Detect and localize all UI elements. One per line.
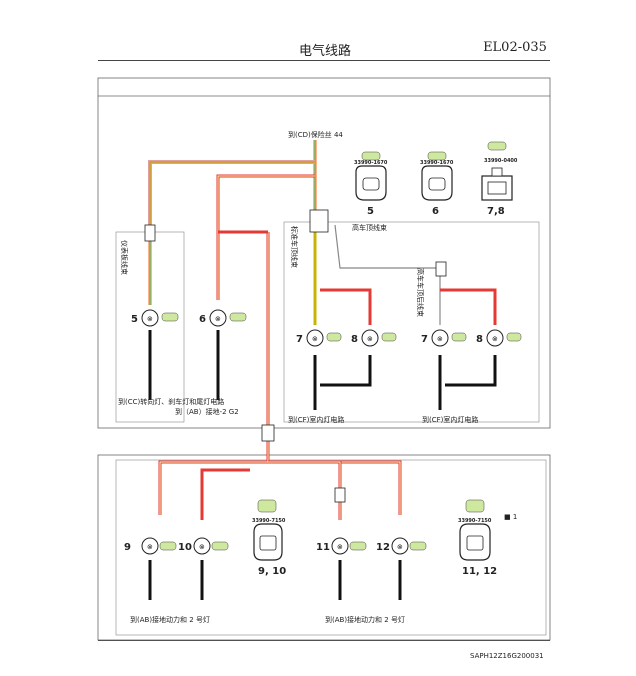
harness-high-roof: 高车顶线束 — [352, 223, 387, 232]
connector-5-number: 5 — [367, 206, 374, 217]
lamp-8-standard-number: 8 — [351, 334, 358, 345]
annotation-cc-lamp: 到(CC)转向灯、刹车灯和尾灯电路 — [118, 397, 224, 406]
svg-text:⊗: ⊗ — [312, 335, 318, 343]
connector-6-number: 6 — [432, 206, 439, 217]
annotation-ab-power-right: 到(AB)接地动力和 2 号灯 — [325, 615, 405, 624]
harness-high-roof-rear: 高车车顶后线束 — [416, 268, 425, 317]
header-rule — [98, 60, 550, 61]
annotation-cf-interior-2: 到(CF)室内灯电路 — [422, 415, 478, 424]
harness-standard-roof: 标准车顶线束 — [290, 226, 299, 268]
svg-text:⊗: ⊗ — [492, 335, 498, 343]
page-title: 电气线路 — [298, 44, 351, 59]
lamp-7-high: ⊗ — [431, 329, 467, 347]
lamp-6-number: 6 — [199, 314, 206, 325]
svg-text:⊗: ⊗ — [215, 315, 221, 323]
lamp-8-high-number: 8 — [476, 334, 483, 345]
lamp-12: ⊗ — [391, 537, 427, 555]
connector-6-part: 33990-1670 — [420, 160, 454, 166]
harness-instrument-group: 仪表板线束 — [120, 240, 129, 275]
connector-7-8-number: 7,8 — [487, 206, 505, 217]
connector-5-part: 33990-1670 — [354, 160, 388, 166]
lamp-9: ⊗ — [141, 537, 177, 555]
annotation-ab-ground-g2: 到（AB）接地-2 G2 — [175, 407, 239, 416]
connector-11-12-number: 11, 12 — [462, 566, 497, 577]
connector-7-8-drawing — [481, 141, 513, 201]
lamp-6: ⊗ — [209, 309, 247, 327]
page-reference: SAPH12Z16G200031 — [470, 652, 544, 660]
connector-9-10-number: 9, 10 — [258, 566, 286, 577]
connector-9-10-part: 33990-7150 — [252, 518, 286, 524]
lamp-12-number: 12 — [376, 542, 390, 553]
harness-high-roof-rear-group: 高车车顶后线束 — [416, 268, 425, 317]
small-reference: ■ 1 — [504, 513, 517, 521]
footer-rule — [98, 640, 550, 641]
page-code: EL02-035 — [483, 40, 547, 55]
svg-text:⊗: ⊗ — [199, 543, 205, 551]
fuse-label: 到(CD)保险丝 44 — [288, 130, 343, 139]
lamp-8-standard: ⊗ — [361, 329, 397, 347]
lamp-5: ⊗ — [141, 309, 179, 327]
lamp-10-number: 10 — [178, 542, 192, 553]
svg-text:⊗: ⊗ — [397, 543, 403, 551]
svg-text:⊗: ⊗ — [147, 543, 153, 551]
lamp-7-standard: ⊗ — [306, 329, 342, 347]
annotation-cf-interior-1: 到(CF)室内灯电路 — [288, 415, 344, 424]
lower-frame — [97, 454, 551, 641]
harness-instrument: 仪表板线束 — [120, 240, 129, 275]
connector-11-12-part: 33990-7150 — [458, 518, 492, 524]
annotation-ab-power-left: 到(AB)接地动力和 2 号灯 — [130, 615, 210, 624]
lamp-11-number: 11 — [316, 542, 330, 553]
upper-frame — [97, 77, 551, 429]
connector-9-10-drawing — [253, 499, 283, 561]
connector-11-12-drawing — [459, 499, 491, 561]
lamp-7-high-number: 7 — [421, 334, 428, 345]
lamp-5-number: 5 — [131, 314, 138, 325]
connector-5-drawing — [355, 151, 387, 201]
lamp-9-number: 9 — [124, 542, 131, 553]
connector-6-drawing — [421, 151, 453, 201]
connector-7-8-part: 33990-0400 — [484, 158, 518, 164]
lamp-10: ⊗ — [193, 537, 229, 555]
lamp-7-standard-number: 7 — [296, 334, 303, 345]
svg-text:⊗: ⊗ — [367, 335, 373, 343]
lamp-8-high: ⊗ — [486, 329, 522, 347]
harness-standard-roof-group: 标准车顶线束 — [290, 226, 299, 268]
lamp-11: ⊗ — [331, 537, 367, 555]
svg-text:⊗: ⊗ — [337, 543, 343, 551]
svg-text:⊗: ⊗ — [437, 335, 443, 343]
svg-text:⊗: ⊗ — [147, 315, 153, 323]
